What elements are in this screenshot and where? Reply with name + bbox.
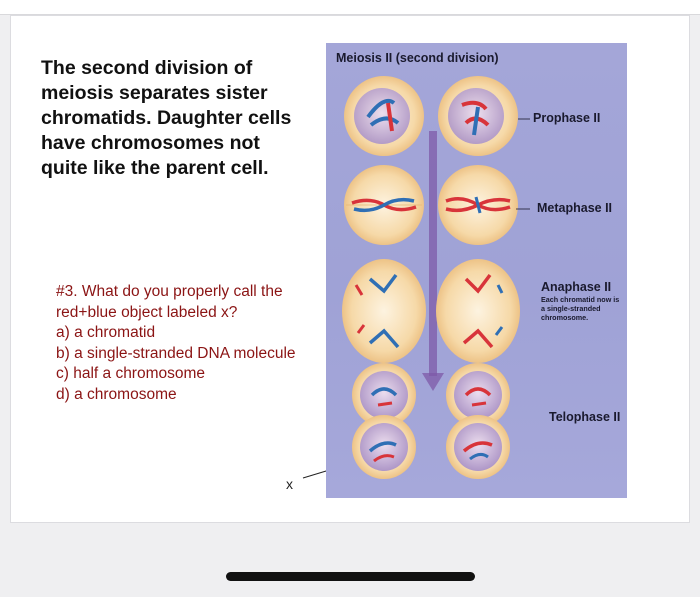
telophase-cell-right <box>446 363 510 479</box>
metaphase-cell-right <box>438 165 518 245</box>
option-d: d) a chromosome <box>56 385 177 403</box>
stage-label-metaphase: Metaphase II <box>537 201 613 215</box>
option-a: a) a chromatid <box>56 324 156 341</box>
option-b: b) a single-stranded DNA molecule <box>56 344 296 362</box>
prophase-cell-right <box>438 76 518 156</box>
option-c: c) half a chromosome <box>56 365 206 382</box>
prophase-cell-left <box>344 76 424 156</box>
anaphase-cell-right <box>436 259 520 363</box>
slide: The second division of meiosis separates… <box>11 16 689 522</box>
telophase-cell-left <box>352 363 416 479</box>
quiz-question: #3. What do you properly call the red+bl… <box>56 282 296 405</box>
home-indicator-bar[interactable] <box>226 572 475 581</box>
figure-title: Meiosis II (second division) <box>336 51 499 65</box>
question-prompt: #3. What do you properly call the red+bl… <box>56 283 283 321</box>
stage-label-anaphase: Anaphase II <box>541 280 612 294</box>
meiosis-illustration <box>342 76 530 479</box>
top-strip <box>0 0 700 15</box>
anaphase-cell-left <box>342 259 426 363</box>
stage-label-telophase: Telophase II <box>549 410 621 424</box>
slide-main-text: The second division of meiosis separates… <box>41 57 292 179</box>
metaphase-cell-left <box>344 165 424 245</box>
pointer-label-x: x <box>286 476 293 492</box>
anaphase-note: Each chromatid now is a single-stranded … <box>541 295 620 322</box>
stage-label-prophase: Prophase II <box>533 111 601 125</box>
meiosis-figure: Meiosis II (second division) <box>326 43 627 498</box>
progression-arrow <box>422 131 444 391</box>
